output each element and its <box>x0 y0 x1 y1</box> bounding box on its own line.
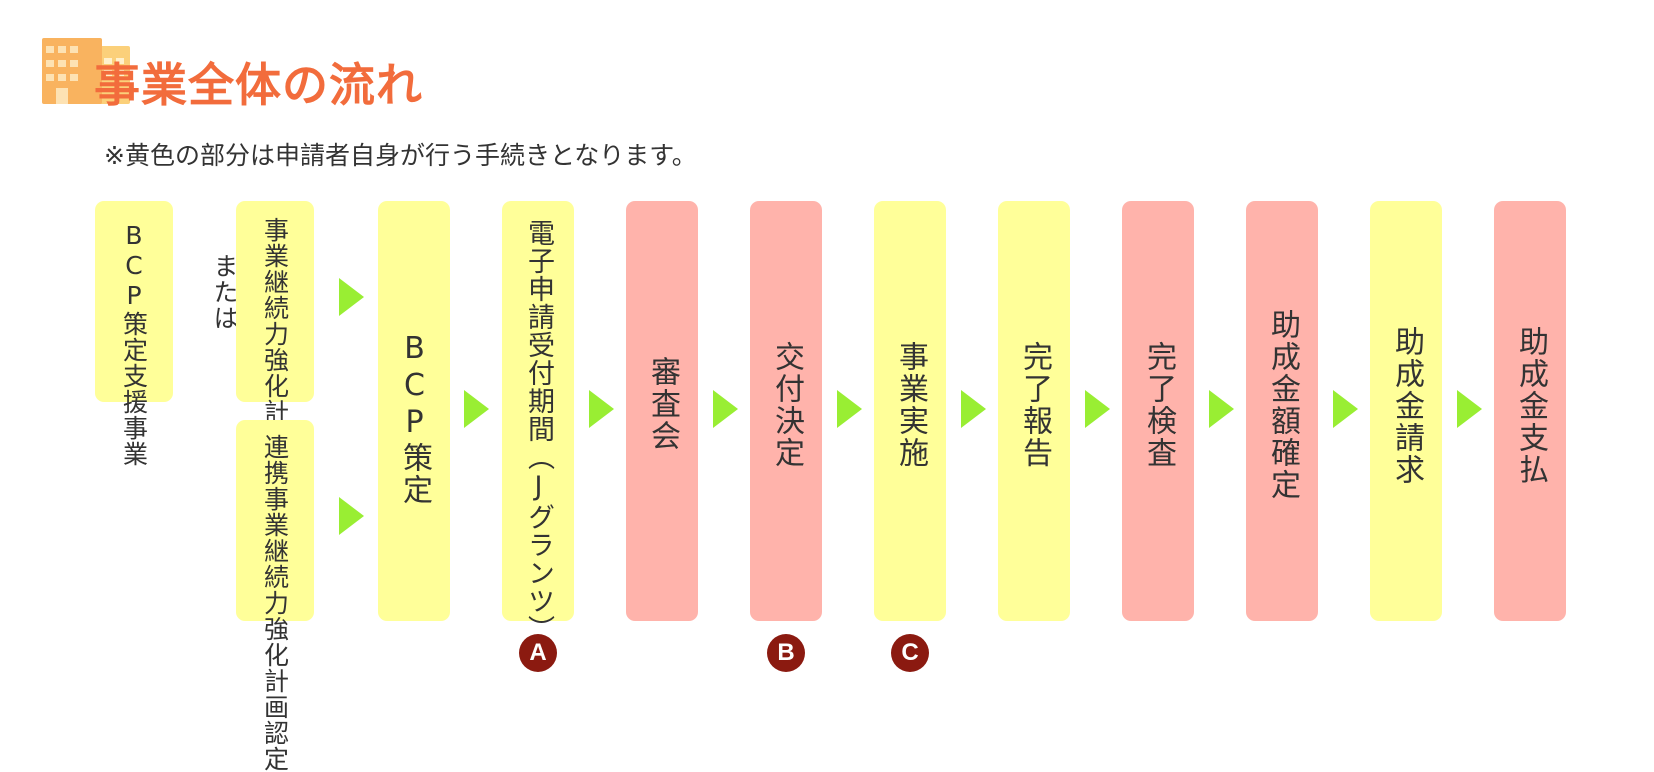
arrow-right-icon <box>589 390 614 428</box>
step-shinsakai: 審査会 <box>626 201 698 621</box>
step-label: 助成金請求 <box>1389 326 1424 486</box>
step-kanryou-houkoku: 完了報告 <box>998 201 1070 621</box>
step-label: 電子申請受付期間（Jグランツ） <box>523 219 554 643</box>
step-label: 交付決定 <box>769 341 804 469</box>
step-joseikin-seikyuu: 助成金請求 <box>1370 201 1442 621</box>
arrow-right-icon <box>1209 390 1234 428</box>
step-kanryou-kensa: 完了検査 <box>1122 201 1194 621</box>
step-label: BCP策定 <box>397 331 432 506</box>
arrow-right-icon <box>1085 390 1110 428</box>
step-label: 助成金額確定 <box>1265 309 1300 501</box>
arrow-right-icon <box>339 278 364 316</box>
step-label: 完了検査 <box>1141 341 1176 469</box>
arrow-right-icon <box>1457 390 1482 428</box>
bcp-support-label: BCP策定支援事業 <box>119 221 149 467</box>
or-label: または <box>210 253 239 331</box>
renkei-keizoku-label: 連携事業継続力強化計画認定 <box>260 434 290 772</box>
badge-a: A <box>519 634 557 672</box>
step-label: 事業実施 <box>893 341 928 469</box>
badge-b: B <box>767 634 805 672</box>
arrow-right-icon <box>1333 390 1358 428</box>
step-label: 完了報告 <box>1017 341 1052 469</box>
badge-c: C <box>891 634 929 672</box>
arrow-right-icon <box>339 497 364 535</box>
step-joseikin-shiharai: 助成金支払 <box>1494 201 1566 621</box>
step-jigyou-jisshi: 事業実施 <box>874 201 946 621</box>
step-label: 審査会 <box>645 356 680 452</box>
step-denshi-shinsei: 電子申請受付期間（Jグランツ） <box>502 201 574 643</box>
page-title: 事業全体の流れ <box>94 58 423 112</box>
note-text: ※黄色の部分は申請者自身が行う手続きとなります。 <box>104 141 697 170</box>
renkei-keizoku-box: 連携事業継続力強化計画認定 <box>236 420 314 772</box>
jigyou-keizoku-box: 事業継続力強化計画認定 <box>236 201 314 503</box>
bcp-support-box: BCP策定支援事業 <box>95 201 173 467</box>
arrow-right-icon <box>713 390 738 428</box>
building-icon <box>42 38 130 104</box>
step-joseikingaku-kakutei: 助成金額確定 <box>1246 201 1318 621</box>
step-koufu-kettei: 交付決定 <box>750 201 822 621</box>
step-bcp-sakutei: BCP策定 <box>378 201 450 621</box>
arrow-right-icon <box>961 390 986 428</box>
arrow-right-icon <box>837 390 862 428</box>
arrow-right-icon <box>464 390 489 428</box>
step-label: 助成金支払 <box>1513 326 1548 486</box>
